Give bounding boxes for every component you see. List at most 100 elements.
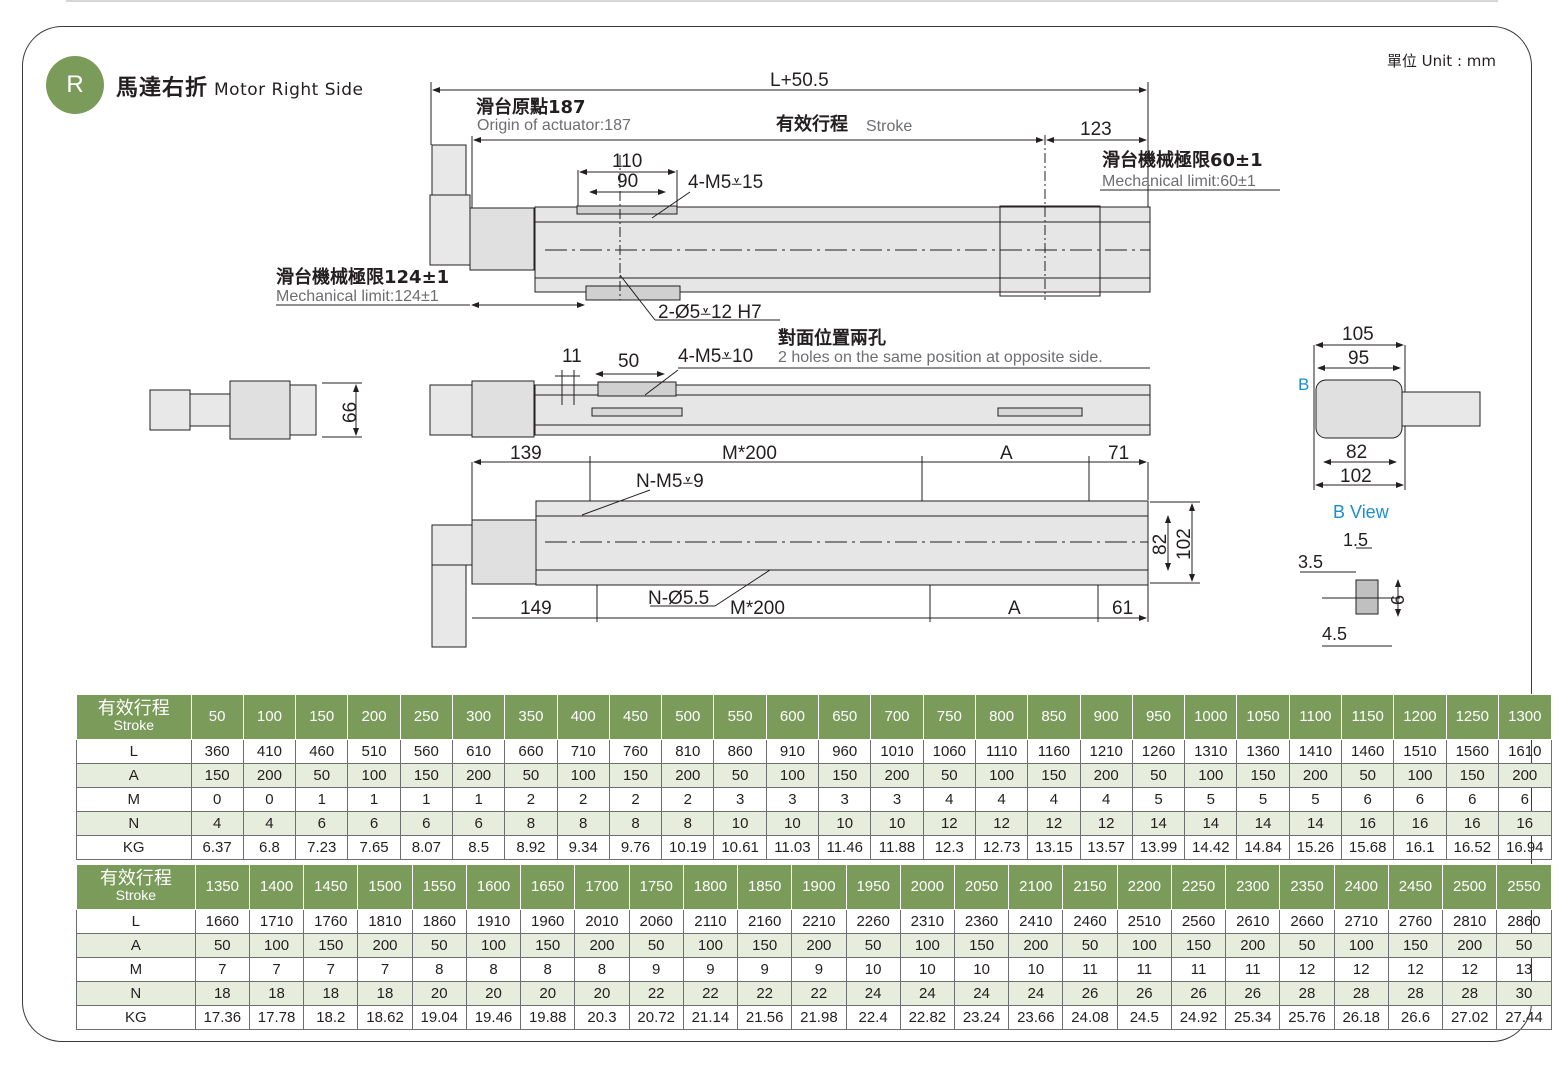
table-cell: 6 [1393, 787, 1447, 812]
table-cell: 200 [661, 763, 715, 788]
top-rule [66, 0, 1498, 2]
row-label: M [76, 957, 196, 982]
table-cell: 2 [608, 787, 663, 812]
row-label: L [76, 739, 192, 764]
stroke-cell: 2000 [899, 864, 955, 910]
table-cell: 50 [1341, 763, 1395, 788]
hole-m5-15: 4-M5⩡15 [688, 172, 763, 193]
table-cell: 12 [1333, 957, 1389, 982]
table-cell: 25.76 [1279, 1005, 1335, 1030]
stroke-cell: 1200 [1393, 694, 1447, 740]
table-cell: 30 [1496, 981, 1552, 1006]
stroke-cell: 50 [190, 694, 244, 740]
table-cell: 28 [1279, 981, 1335, 1006]
stroke-cell: 1700 [574, 864, 630, 910]
stroke-cell: 750 [922, 694, 976, 740]
table-cell: 13.15 [1027, 835, 1081, 860]
stroke-cell: 2500 [1442, 864, 1498, 910]
table-cell: 460 [295, 739, 349, 764]
dim-102: 102 [1174, 528, 1195, 560]
table-cell: 410 [242, 739, 297, 764]
table-cell: 22 [737, 981, 793, 1006]
table-cell: 2810 [1442, 909, 1498, 934]
stroke-cell: 2100 [1008, 864, 1064, 910]
stroke-cell: 1300 [1497, 694, 1552, 740]
row-label: A [76, 763, 192, 788]
table-cell: 150 [953, 933, 1010, 958]
table-cell: 100 [1333, 933, 1389, 958]
hole-m5-10: 4-M5⩡10 [678, 346, 753, 367]
table-cell: 22 [682, 981, 739, 1006]
stroke-cn: 有效行程 [776, 113, 848, 135]
table-cell: 8 [574, 957, 630, 982]
table-cell: 2060 [628, 909, 684, 934]
stroke-label-en: Stroke [113, 717, 154, 733]
table-cell: 150 [818, 763, 872, 788]
stroke-cell: 700 [870, 694, 924, 740]
table-cell: 4 [1079, 787, 1133, 812]
dim-6: 6 [1388, 595, 1408, 605]
table-cell: 560 [399, 739, 453, 764]
table-cell: 24 [899, 981, 955, 1006]
table-cell: 24.08 [1062, 1005, 1118, 1030]
table-cell: 100 [682, 933, 739, 958]
table-cell: 12 [1079, 811, 1133, 836]
table-cell: 16.52 [1445, 835, 1499, 860]
table-cell: 24.92 [1170, 1005, 1227, 1030]
stroke-cell: 450 [608, 694, 663, 740]
row-label: KG [76, 835, 192, 860]
table-cell: 200 [1442, 933, 1498, 958]
dim-3-5: 3.5 [1298, 552, 1323, 572]
table-cell: 50 [713, 763, 767, 788]
stroke-label-cn: 有效行程 [97, 698, 170, 718]
table-cell: 10 [1008, 957, 1064, 982]
table-cell: 2360 [953, 909, 1010, 934]
table-cell: 50 [1131, 763, 1186, 788]
table-cell: 50 [845, 933, 901, 958]
table-cell: 50 [295, 763, 349, 788]
table-cell: 26 [1225, 981, 1281, 1006]
table-cell: 2760 [1387, 909, 1444, 934]
table-cell: 18 [357, 981, 413, 1006]
title-en: Motor Right Side [214, 80, 364, 100]
table-cell: 150 [608, 763, 663, 788]
drawing-frame [22, 26, 1532, 1042]
table-cell: 8 [465, 957, 522, 982]
stroke-cell: 1550 [411, 864, 467, 910]
table-cell: 11 [1170, 957, 1227, 982]
dim-82: 82 [1150, 534, 1171, 555]
table-cell: 11.03 [765, 835, 820, 860]
table-cell: 100 [899, 933, 955, 958]
dim-a-bottom: A [1008, 598, 1021, 619]
dim-1-5: 1.5 [1343, 530, 1368, 550]
table-cell: 6 [1445, 787, 1499, 812]
table-cell: 27.44 [1496, 1005, 1552, 1030]
opposite-cn: 對面位置兩孔 [778, 327, 886, 349]
title-cn: 馬達右折 [116, 76, 209, 101]
table-cell: 50 [1062, 933, 1118, 958]
table-cell: 1160 [1027, 739, 1081, 764]
dim-95: 95 [1348, 348, 1369, 369]
table-cell: 20 [465, 981, 522, 1006]
table-cell: 7 [303, 957, 359, 982]
table-cell: 16 [1341, 811, 1395, 836]
mech60-cn: 滑台機械極限60±1 [1102, 149, 1263, 171]
table-cell: 10 [953, 957, 1010, 982]
stroke-cell: 1900 [791, 864, 847, 910]
table-cell: 12.73 [974, 835, 1029, 860]
table-cell: 6 [295, 811, 349, 836]
stroke-cell: 2200 [1116, 864, 1172, 910]
table-cell: 1 [451, 787, 506, 812]
table-cell: 15.68 [1341, 835, 1395, 860]
table-cell: 5 [1288, 787, 1343, 812]
table-cell: 1010 [870, 739, 924, 764]
table-cell: 2 [556, 787, 610, 812]
table-cell: 8.92 [504, 835, 558, 860]
mech124-en: Mechanical limit:124±1 [276, 288, 439, 305]
stroke-cell: 350 [504, 694, 558, 740]
dim-11: 11 [562, 346, 582, 367]
dim-b102: 102 [1340, 466, 1372, 487]
table-cell: 150 [1236, 763, 1290, 788]
